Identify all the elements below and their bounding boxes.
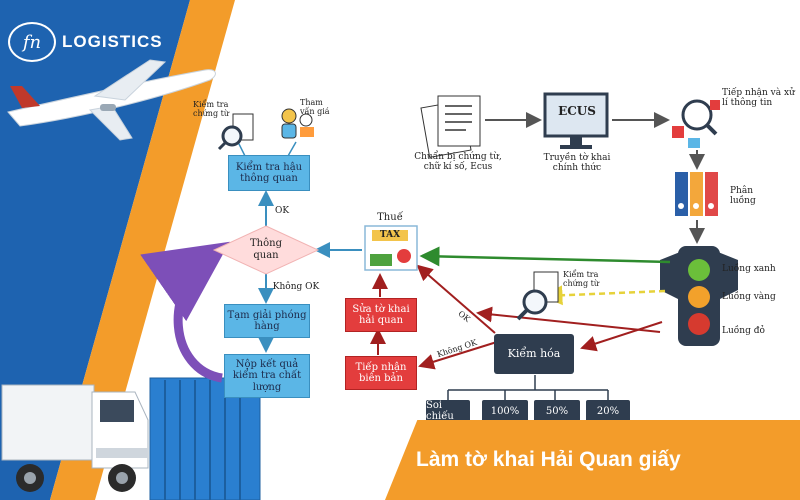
label-check-docs-right: Kiểm tra chứng từ — [563, 270, 599, 289]
label-tax-title: Thuế — [377, 212, 403, 223]
brand-logo: fn LOGISTICS — [8, 22, 163, 62]
traffic-light-icon — [660, 246, 738, 346]
banner-title: Làm tờ khai Hải Quan giấy — [416, 448, 681, 471]
binders-icon — [675, 172, 718, 216]
level-100: 100% — [482, 400, 528, 422]
analysis-icon — [672, 99, 720, 148]
tax-icon — [364, 225, 418, 271]
label-green-lane: Luồng xanh — [722, 264, 776, 274]
inspection-box: Kiểm hóa — [494, 334, 574, 374]
label-receive: Tiếp nhận và xử lí thông tin — [722, 88, 795, 109]
amend-declaration-box: Sửa tờ khai hải quan — [345, 298, 417, 332]
blue-stripe — [0, 0, 190, 500]
magnifier-doc-left-icon — [217, 113, 254, 151]
airplane-icon — [7, 59, 216, 141]
label-clearance-not-ok: Không OK — [272, 282, 320, 292]
yellow-lane-arrow — [542, 285, 666, 306]
label-prepare: Chuẩn bị chứng từ, chữ kí số, Ecus — [414, 152, 502, 173]
return-arrow — [140, 241, 230, 383]
label-tax-icon: TAX — [379, 230, 401, 240]
label-transmit: Truyền tờ khai chính thức — [543, 153, 611, 174]
consult-icon — [281, 108, 314, 139]
truck-icon — [1, 377, 261, 500]
post-clearance-check-box: Kiểm tra hậu thông quan — [228, 155, 310, 191]
temp-release-box: Tạm giải phóng hàng — [224, 304, 310, 338]
label-classify: Phân luồng — [730, 186, 756, 207]
label-yellow-lane: Luồng vàng — [722, 292, 776, 302]
submit-quality-box: Nộp kết quả kiểm tra chất lượng — [224, 354, 310, 398]
label-ecus: ECUS — [558, 104, 596, 118]
label-price-consult: Tham vấn giá — [300, 98, 330, 117]
label-clearance: Thông quan — [250, 238, 282, 261]
brand-name: LOGISTICS — [62, 32, 163, 51]
computer-icon — [543, 92, 609, 149]
label-check-docs-left: Kiểm tra chứng từ — [193, 100, 229, 119]
documents-icon — [420, 95, 481, 158]
brand-mark: fn — [8, 22, 56, 62]
label-red-lane: Luồng đỏ — [722, 326, 765, 336]
receive-minutes-box: Tiếp nhận biên bản — [345, 356, 417, 390]
label-clearance-ok: OK — [274, 206, 290, 216]
green-lane-arrow — [419, 246, 671, 267]
level-50: 50% — [534, 400, 580, 422]
level-scan: Soi chiếu — [426, 400, 470, 422]
magnifier-doc-icon — [516, 271, 559, 321]
clearance-diamond — [212, 225, 320, 275]
level-20: 20% — [586, 400, 630, 422]
red-lane-arrow — [580, 321, 663, 352]
